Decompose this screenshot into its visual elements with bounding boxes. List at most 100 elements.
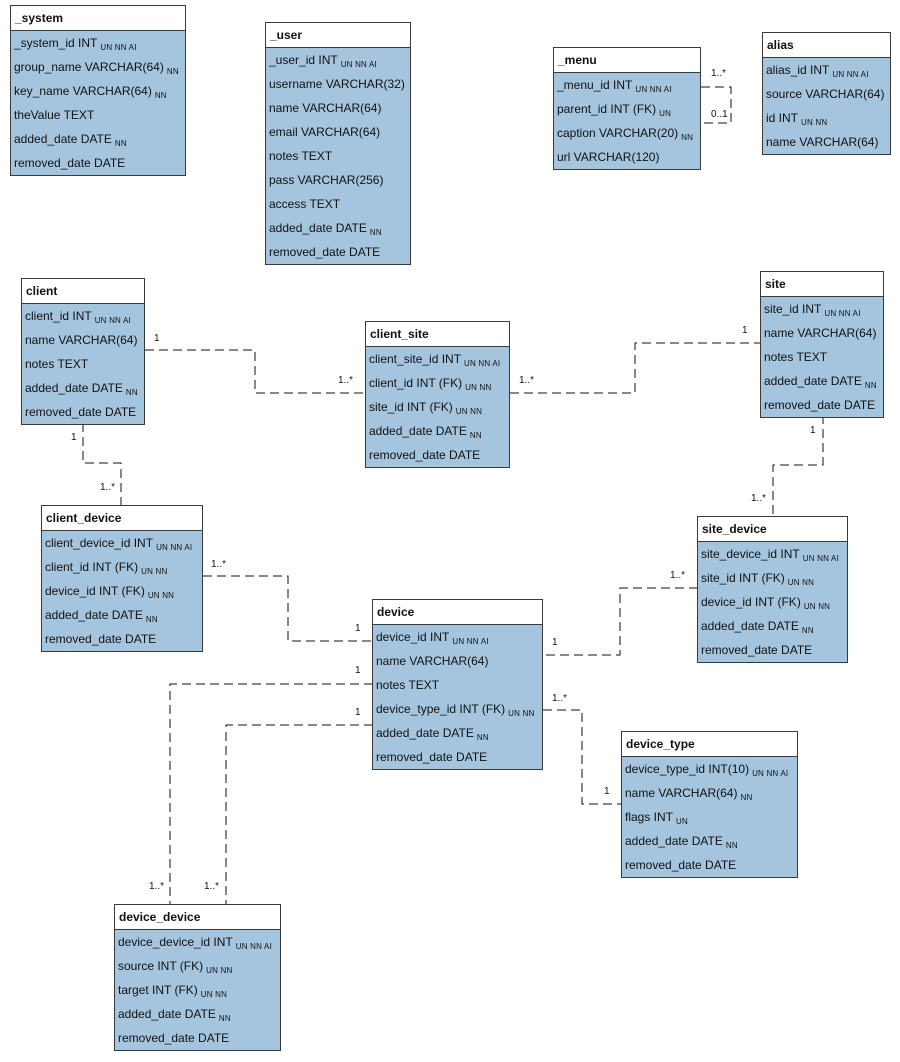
mult-site-site-device-from: 1: [810, 425, 816, 436]
field-row: device_id INT (FK)UN NN: [698, 590, 847, 614]
field-text: access TEXT: [269, 197, 341, 211]
entity-title: site_device: [698, 517, 847, 542]
mult-client-client-device-from: 1: [71, 432, 77, 443]
field-text: added_date DATE: [369, 424, 467, 438]
field-flags: NN: [369, 228, 382, 237]
field-text: name VARCHAR(64): [764, 326, 877, 340]
entity-title: _system: [11, 6, 185, 31]
entity-title: device: [373, 600, 542, 625]
mult-device-dd-source-from: 1: [355, 665, 361, 676]
field-row: name VARCHAR(64): [763, 130, 890, 154]
field-row: removed_date DATE: [366, 443, 509, 467]
field-text: id INT: [766, 111, 799, 125]
link-site-device-device: [543, 587, 698, 656]
field-row: site_id INT (FK)UN NN: [366, 395, 509, 419]
field-row: removed_date DATE: [115, 1026, 280, 1050]
mult-client-client-site-to: 1..*: [338, 375, 354, 386]
field-flags: NN: [166, 67, 179, 76]
field-text: added_date DATE: [764, 374, 862, 388]
field-row: access TEXT: [266, 192, 410, 216]
field-row: device_id INT (FK)UN NN: [42, 579, 202, 603]
link-device-dd-source: [169, 683, 373, 905]
field-text: site_id INT (FK): [701, 571, 785, 585]
field-text: source VARCHAR(64): [766, 87, 885, 101]
field-text: client_id INT (FK): [369, 376, 463, 390]
field-flags: UN NN AI: [635, 85, 672, 94]
field-row: url VARCHAR(120): [554, 145, 700, 169]
field-text: removed_date DATE: [369, 448, 481, 462]
field-text: client_device_id INT: [45, 536, 154, 550]
field-text: theValue TEXT: [14, 108, 95, 122]
field-flags: NN: [114, 139, 127, 148]
field-text: notes TEXT: [764, 350, 828, 364]
field-row: caption VARCHAR(20)NN: [554, 121, 700, 145]
field-row: target INT (FK)UN NN: [115, 978, 280, 1002]
field-flags: UN NN: [200, 990, 228, 999]
field-flags: NN: [125, 388, 138, 397]
field-text: name VARCHAR(64): [269, 101, 382, 115]
field-text: _menu_id INT: [557, 78, 633, 92]
field-text: device_id INT: [376, 630, 450, 644]
field-flags: UN NN: [508, 709, 535, 718]
field-text: device_id INT (FK): [701, 595, 801, 609]
field-flags: UN NN AI: [156, 543, 193, 552]
link-client-client-site: [145, 349, 366, 394]
field-row: name VARCHAR(64): [373, 649, 542, 673]
field-text: notes TEXT: [25, 357, 89, 371]
entity-title: client: [22, 279, 144, 304]
field-row: client_id INT (FK)UN NN: [42, 555, 202, 579]
field-text: name VARCHAR(64): [766, 135, 879, 149]
field-text: added_date DATE: [118, 1007, 216, 1021]
mult-site-device-device-from: 1..*: [670, 570, 686, 581]
field-flags: UN NN: [803, 602, 831, 611]
entity-title: client_site: [366, 322, 509, 347]
mult-device-device-type-to: 1: [604, 786, 610, 797]
field-flags: UN NN AI: [802, 554, 839, 563]
field-text: site_id INT (FK): [369, 400, 453, 414]
mult-device-dd-source-to: 1..*: [149, 881, 165, 892]
field-text: added_date DATE: [625, 834, 723, 848]
field-flags: UN NN AI: [832, 70, 869, 79]
field-flags: UN NN AI: [235, 942, 273, 951]
entity-device-type[interactable]: device_type device_type_id INT(10)UN NN …: [621, 731, 798, 878]
field-text: url VARCHAR(120): [557, 150, 660, 164]
field-flags: UN NN: [206, 966, 233, 975]
field-text: site_device_id INT: [701, 547, 800, 561]
field-text: removed_date DATE: [45, 632, 157, 646]
field-text: removed_date DATE: [14, 156, 126, 170]
mult-client-site-site-to: 1: [742, 325, 748, 336]
field-row: name VARCHAR(64)NN: [622, 781, 797, 805]
field-row: removed_date DATE: [42, 627, 202, 651]
link-device-dd-target: [225, 724, 373, 905]
field-row: removed_date DATE: [22, 400, 144, 424]
field-flags: NN: [469, 431, 482, 440]
field-text: added_date DATE: [45, 608, 143, 622]
field-flags: NN: [681, 133, 694, 142]
entity-title: device_type: [622, 732, 797, 757]
field-row: name VARCHAR(64): [761, 321, 883, 345]
field-row: removed_date DATE: [373, 745, 542, 769]
